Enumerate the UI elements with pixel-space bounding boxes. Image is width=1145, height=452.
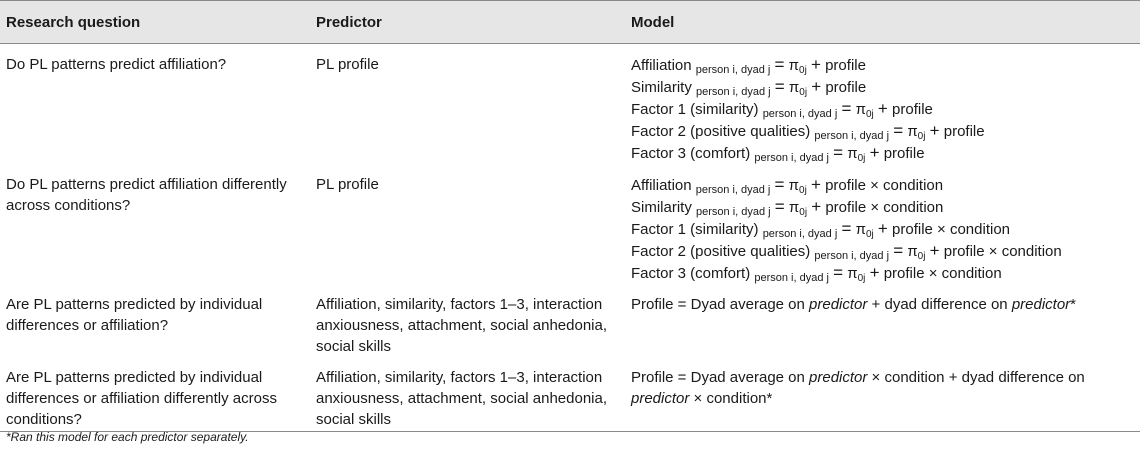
research-question-cell: Are PL patterns predicted by individual … <box>6 296 263 334</box>
table-row: Do PL patterns predict affiliation diffe… <box>0 164 1140 284</box>
model-equation: Factor 2 (positive qualities) person i, … <box>631 121 985 142</box>
table-footnote: *Ran this model for each predictor separ… <box>6 430 249 444</box>
model-table: Research question Predictor Model Do PL … <box>0 0 1140 432</box>
model-equation: Factor 1 (similarity) person i, dyad j =… <box>631 99 933 120</box>
model-equation: Factor 3 (comfort) person i, dyad j = π0… <box>631 143 925 164</box>
model-text: Profile = Dyad average on predictor + dy… <box>631 296 1077 313</box>
model-cell: Profile = Dyad average on predictor × co… <box>625 357 1140 432</box>
table-header-row: Research question Predictor Model <box>0 0 1140 44</box>
table-row: Are PL patterns predicted by individual … <box>0 284 1140 357</box>
header-model: Model <box>625 0 1140 44</box>
model-text: Profile = Dyad average on predictor × co… <box>631 369 1085 407</box>
model-equation: Similarity person i, dyad j = π0j + prof… <box>631 197 944 218</box>
predictor-cell: PL profile <box>316 176 379 193</box>
model-equation: Factor 1 (similarity) person i, dyad j =… <box>631 219 1011 240</box>
predictor-cell: PL profile <box>316 56 379 73</box>
header-research-question: Research question <box>0 0 310 44</box>
model-equation: Factor 3 (comfort) person i, dyad j = π0… <box>631 263 1002 284</box>
model-equation: Similarity person i, dyad j = π0j + prof… <box>631 77 867 98</box>
model-equation: Factor 2 (positive qualities) person i, … <box>631 241 1062 262</box>
header-predictor: Predictor <box>310 0 625 44</box>
research-question-cell: Are PL patterns predicted by individual … <box>0 357 310 432</box>
predictor-cell: Affiliation, similarity, factors 1–3, in… <box>316 296 608 355</box>
table-row: Are PL patterns predicted by individual … <box>0 357 1140 432</box>
model-cell: Profile = Dyad average on predictor + dy… <box>625 284 1140 357</box>
research-question-cell: Do PL patterns predict affiliation? <box>6 56 227 73</box>
table-row: Do PL patterns predict affiliation? PL p… <box>0 44 1140 165</box>
model-equation: Affiliation person i, dyad j = π0j + pro… <box>631 175 944 196</box>
predictor-cell: Affiliation, similarity, factors 1–3, in… <box>310 357 625 432</box>
model-equation: Affiliation person i, dyad j = π0j + pro… <box>631 55 866 76</box>
research-question-cell: Do PL patterns predict affiliation diffe… <box>6 176 287 214</box>
model-cell: Affiliation person i, dyad j = π0j + pro… <box>625 44 1140 165</box>
model-cell: Affiliation person i, dyad j = π0j + pro… <box>625 164 1140 284</box>
